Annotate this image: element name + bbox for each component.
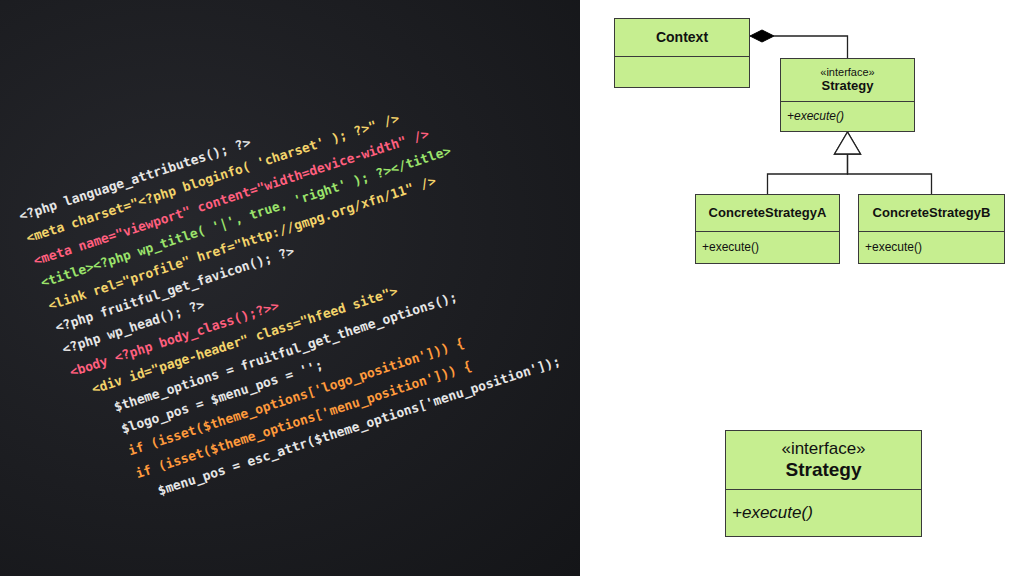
class-compartment: +execute() xyxy=(781,101,914,131)
class-compartment: ConcreteStrategyB xyxy=(859,195,1004,231)
uml-connector xyxy=(835,132,932,194)
class-compartment: «interface»Strategy xyxy=(726,431,921,489)
inheritance-triangle xyxy=(835,132,861,154)
class-compartment: Context xyxy=(615,19,749,56)
class-text: «interface» xyxy=(820,66,874,79)
uml-connector xyxy=(750,30,848,58)
class-box: Context xyxy=(614,18,750,88)
class-box: «interface»Strategy +execute() xyxy=(725,430,922,537)
inheritance-triangle xyxy=(835,132,861,154)
operation: +execute() xyxy=(787,110,844,124)
class-compartment: +execute() xyxy=(726,489,921,536)
class-compartment: +execute() xyxy=(859,231,1004,263)
class-name: ConcreteStrategyB xyxy=(873,206,991,221)
class-name: Strategy xyxy=(821,79,873,94)
class-name: Context xyxy=(656,29,708,45)
class-text: +execute() xyxy=(702,241,759,255)
class-compartment: ConcreteStrategyA xyxy=(696,195,839,231)
class-box: ConcreteStrategyB +execute() xyxy=(858,194,1005,264)
class-text: +execute() xyxy=(865,241,922,255)
composition-diamond xyxy=(750,30,774,42)
class-name: Strategy xyxy=(785,459,861,481)
class-compartment: +execute() xyxy=(696,231,839,263)
class-box: ConcreteStrategyA +execute() xyxy=(695,194,840,264)
class-text: «interface» xyxy=(781,439,865,459)
class-compartment: «interface»Strategy xyxy=(781,59,914,101)
uml-connector xyxy=(768,132,861,194)
class-name: ConcreteStrategyA xyxy=(709,206,827,221)
class-box: «interface»Strategy +execute() xyxy=(780,58,915,132)
class-compartment xyxy=(615,56,749,87)
operation: +execute() xyxy=(732,503,813,523)
